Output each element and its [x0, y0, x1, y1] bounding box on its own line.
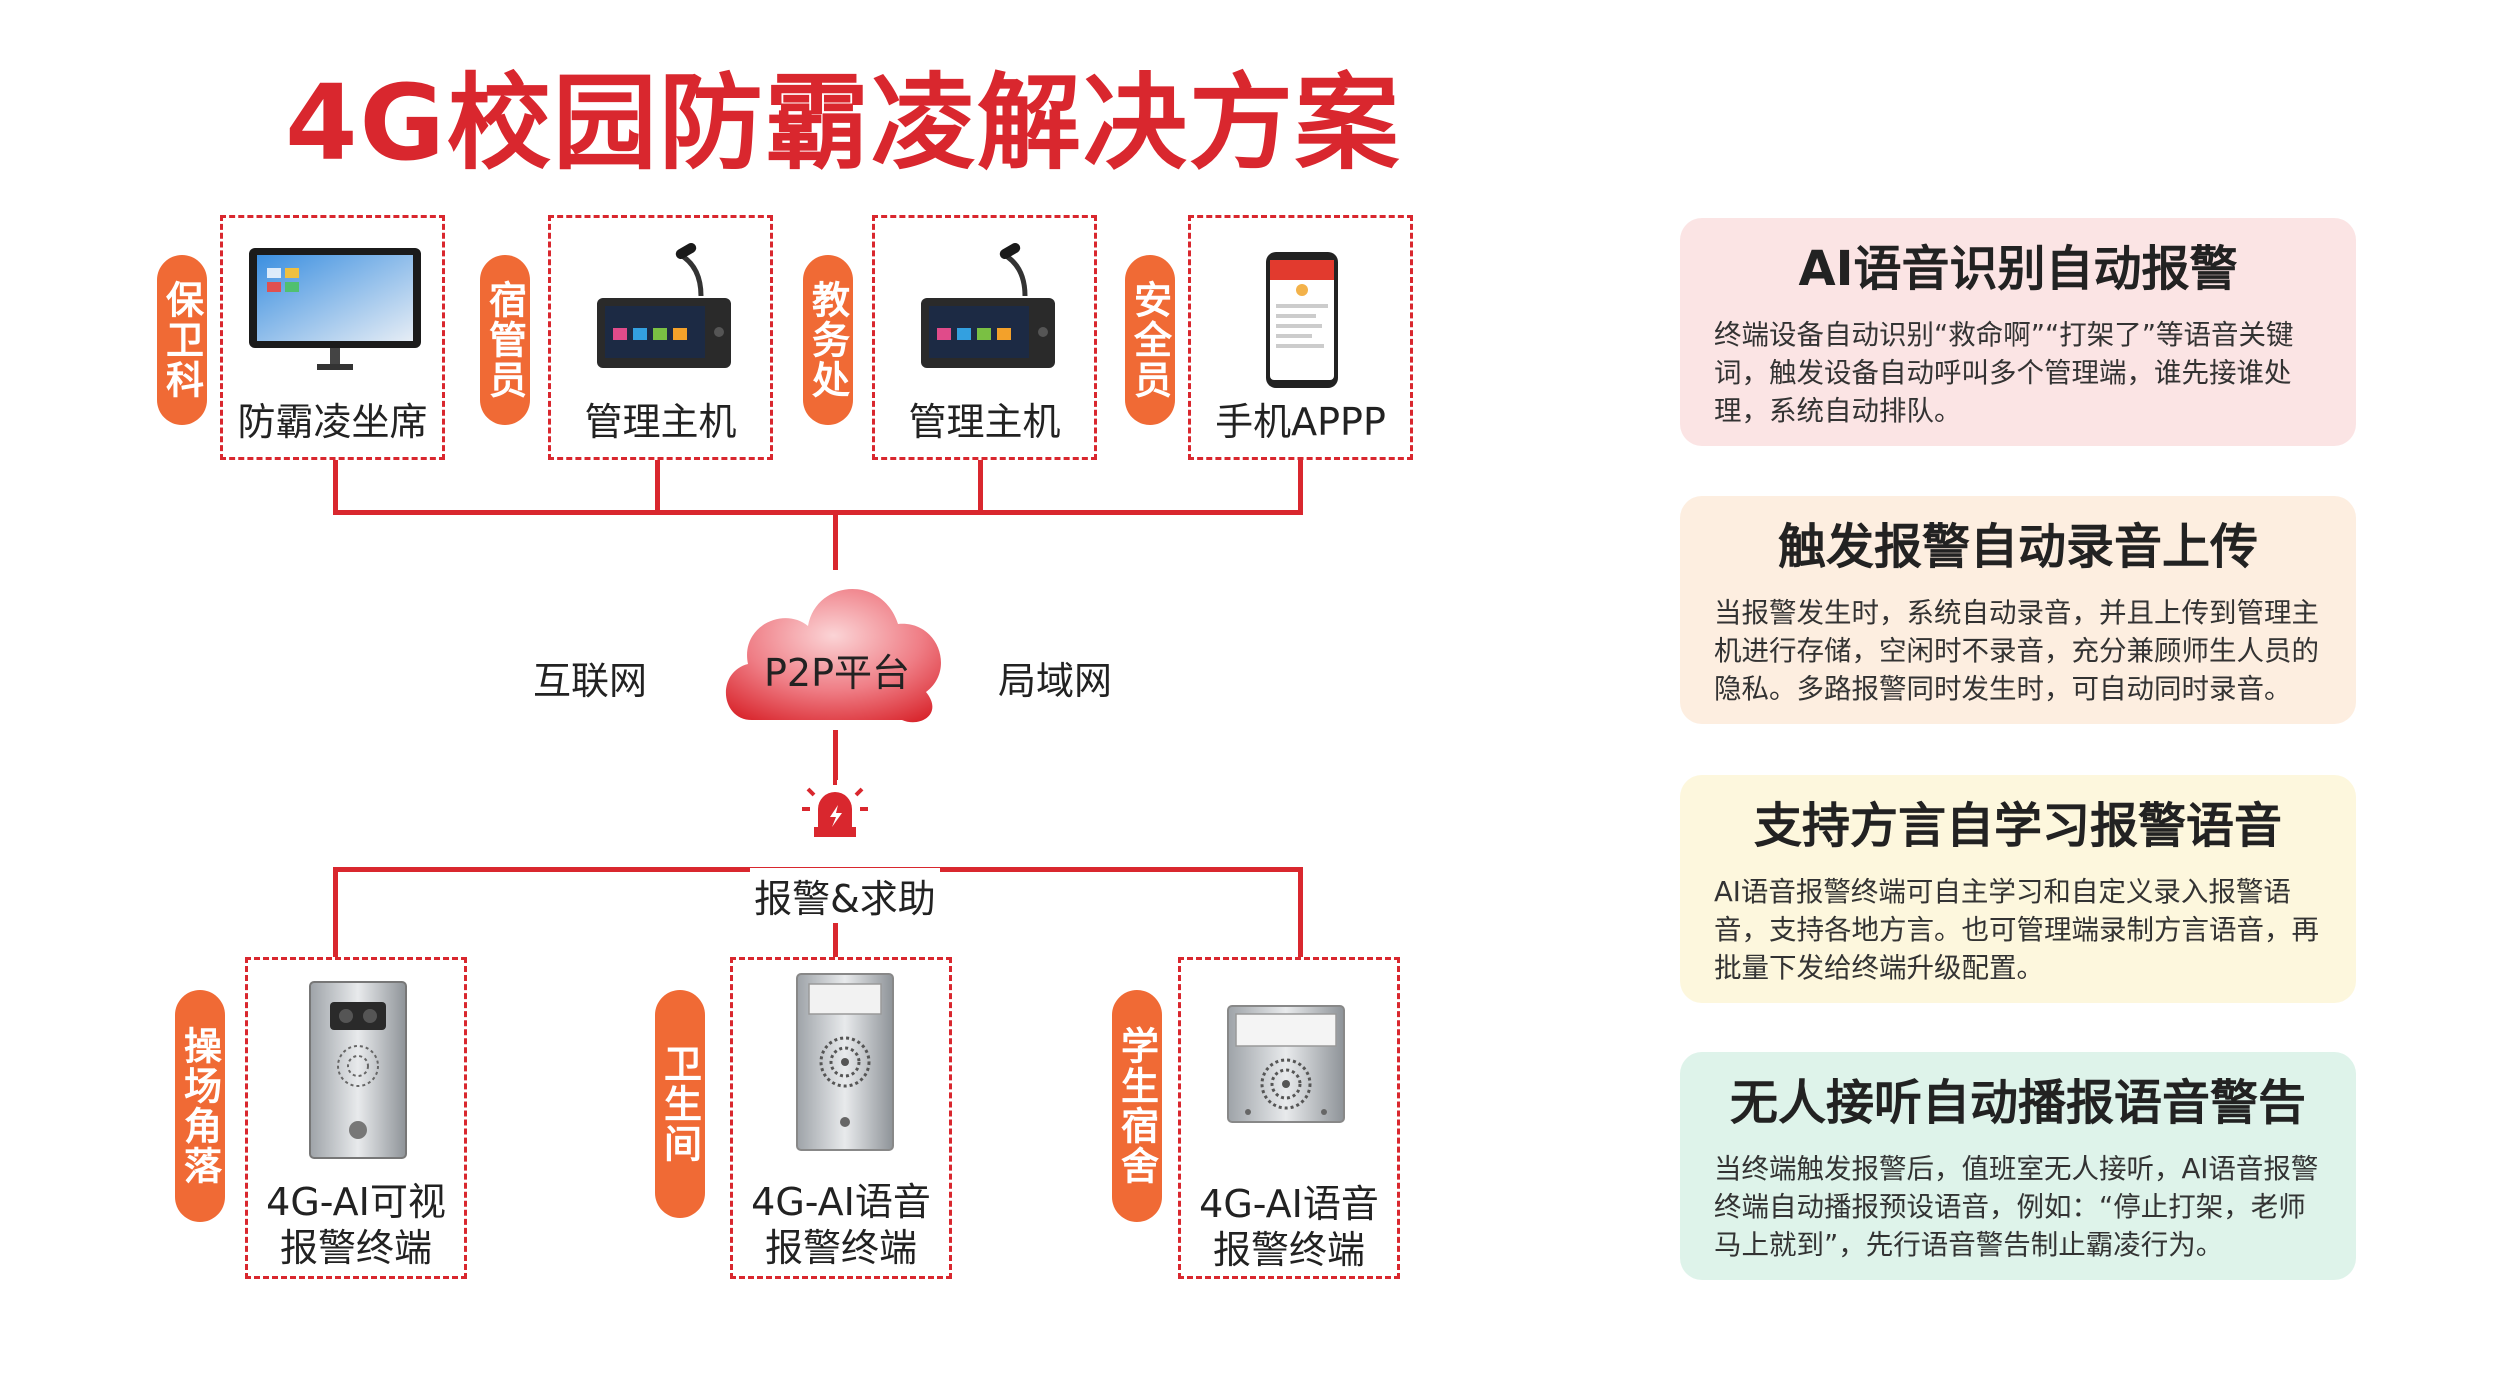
console-icon: [589, 236, 739, 376]
feature-title: AI语音识别自动报警: [1798, 241, 2238, 297]
side-label-pill: 教务处: [803, 255, 853, 425]
device-label-line1: 4G-AI语音: [751, 1180, 931, 1224]
console-icon: [913, 236, 1063, 376]
feature-title: 无人接听自动播报语音警告: [1729, 1075, 2306, 1131]
cloud-icon: [712, 560, 962, 740]
device-label: 手机APPP: [1215, 400, 1386, 444]
lan-label: 局域网: [998, 659, 1113, 703]
device-label-line2: 报警终端: [1212, 1228, 1365, 1272]
alarm-siren-icon: [800, 775, 870, 841]
cloud-label: P2P平台: [763, 651, 910, 695]
voice-box-icon: [1226, 1004, 1346, 1124]
feature-text: 当报警发生时，系统自动录音，并且上传到管理主机进行存储，空闲时不录音，充分兼顾师…: [1714, 597, 2319, 705]
connector-line: [833, 510, 838, 570]
connector-line: [1298, 867, 1303, 957]
device-box-video-terminal[interactable]: 4G-AI可视 报警终端: [245, 957, 467, 1279]
connector-line: [978, 460, 983, 515]
feature-card: 无人接听自动播报语音警告 当终端触发报警后，值班室无人接听，AI语音报警终端自动…: [1680, 1052, 2356, 1280]
feature-card: 支持方言自学习报警语音 AI语音报警终端可自主学习和自定义录入报警语音，支持各地…: [1680, 775, 2356, 1003]
monitor-icon: [247, 246, 423, 376]
connector-line: [833, 730, 838, 780]
side-label-pill: 操场角落: [175, 990, 225, 1222]
feature-title: 支持方言自学习报警语音: [1753, 798, 2282, 854]
side-label-pill: 宿管员: [480, 255, 530, 425]
feature-title: 触发报警自动录音上传: [1777, 519, 2258, 575]
side-label-pill: 学生宿舍: [1112, 990, 1162, 1222]
feature-card: AI语音识别自动报警 终端设备自动识别“救命啊”“打架了”等语音关键词，触发设备…: [1680, 218, 2356, 446]
device-label-line1: 4G-AI可视: [266, 1180, 446, 1224]
device-box-monitor[interactable]: 防霸凌坐席: [220, 215, 445, 460]
phone-icon: [1264, 250, 1340, 390]
feature-card: 触发报警自动录音上传 当报警发生时，系统自动录音，并且上传到管理主机进行存储，空…: [1680, 496, 2356, 724]
connector-line: [333, 510, 1303, 515]
voice-terminal-icon: [795, 972, 895, 1152]
device-label-line2: 报警终端: [764, 1226, 917, 1270]
feature-text: 终端设备自动识别“救命啊”“打架了”等语音关键词，触发设备自动呼叫多个管理端，谁…: [1714, 319, 2294, 427]
connector-line: [1298, 460, 1303, 515]
feature-text: AI语音报警终端可自主学习和自定义录入报警语音，支持各地方言。也可管理端录制方言…: [1714, 876, 2319, 984]
device-box-console[interactable]: 管理主机: [548, 215, 773, 460]
internet-label: 互联网: [533, 659, 648, 703]
video-terminal-icon: [308, 980, 408, 1160]
device-label: 管理主机: [584, 400, 737, 444]
device-label-line1: 4G-AI语音: [1199, 1182, 1379, 1226]
side-label-pill: 卫生间: [655, 990, 705, 1218]
device-label: 防霸凌坐席: [237, 400, 428, 444]
device-box-voice-box[interactable]: 4G-AI语音 报警终端: [1178, 957, 1400, 1279]
feature-text: 当终端触发报警后，值班室无人接听，AI语音报警终端自动播报预设语音，例如：“停止…: [1714, 1153, 2319, 1261]
connector-line: [333, 460, 338, 515]
connector-line: [655, 460, 660, 515]
side-label-pill: 安全员: [1125, 255, 1175, 425]
device-label: 管理主机: [908, 400, 1061, 444]
device-box-phone[interactable]: 手机APPP: [1188, 215, 1413, 460]
alarm-label: 报警&求助: [750, 868, 940, 923]
page-title: 4G校园防霸凌解决方案: [285, 62, 1401, 184]
device-label-line2: 报警终端: [279, 1226, 432, 1270]
side-label-pill: 保卫科: [157, 255, 207, 425]
device-box-voice-terminal[interactable]: 4G-AI语音 报警终端: [730, 957, 952, 1279]
connector-line: [333, 867, 338, 957]
device-box-console[interactable]: 管理主机: [872, 215, 1097, 460]
